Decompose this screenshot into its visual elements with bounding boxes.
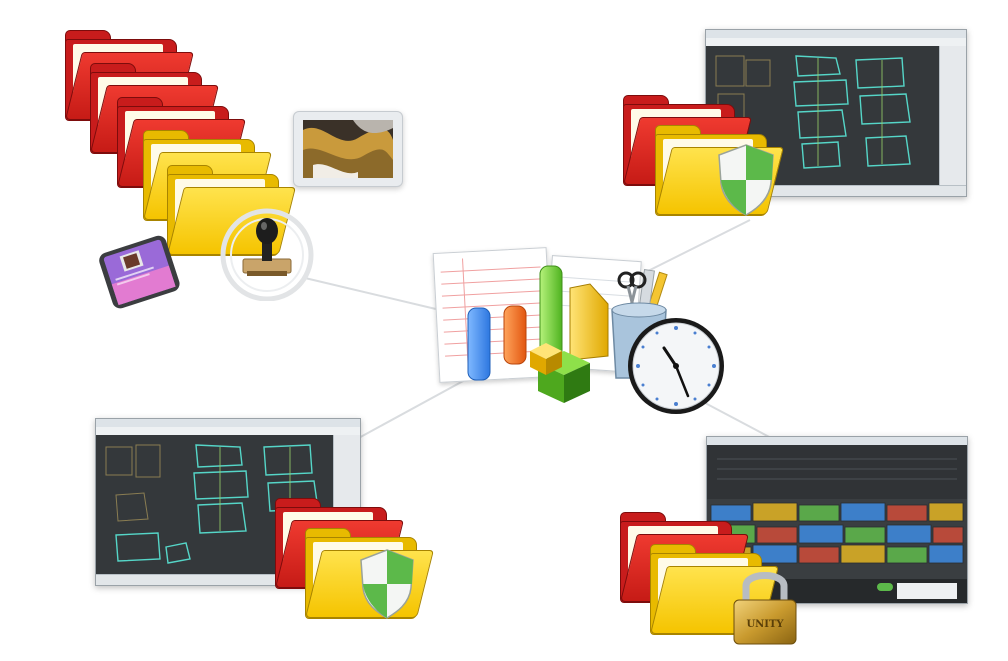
cluster-top-right: [615, 25, 975, 225]
folder-icon: [650, 544, 779, 635]
chart-bar-blue: [467, 307, 491, 381]
cluster-top-left: [55, 25, 403, 315]
cluster-bottom-left: [95, 418, 434, 628]
clock-icon: [628, 318, 724, 414]
shield-icon: [360, 549, 414, 619]
phone-icon: [99, 235, 180, 309]
cluster-bottom-right: UNITY: [612, 432, 972, 654]
marker-pieces: [710, 502, 964, 564]
fabric-photo: [303, 120, 393, 178]
toggle-switch: [877, 583, 893, 591]
chart-bar-yellow: [569, 283, 609, 361]
spoke-top-left: [304, 277, 441, 311]
marker-grid-lines: [717, 458, 957, 480]
chart-bar-orange: [503, 305, 527, 365]
control-panel: [897, 583, 957, 599]
marker-header: [707, 445, 967, 499]
cubes-icon: [530, 343, 590, 403]
spoke-top-right: [639, 219, 751, 276]
cluster-center-analytics: [428, 238, 738, 423]
fabric-photo-icon: [293, 111, 403, 187]
marker-layout: [707, 499, 967, 579]
padlock-engraving: UNITY: [746, 619, 784, 630]
pattern-canvas: [105, 444, 319, 564]
bar-chart-icon: [467, 265, 609, 381]
spoke-bottom-left: [354, 379, 466, 441]
folder-icon: [167, 165, 296, 256]
stamp-icon: [220, 208, 314, 301]
shield-icon: [718, 144, 774, 216]
padlock-icon: UNITY: [733, 572, 797, 645]
